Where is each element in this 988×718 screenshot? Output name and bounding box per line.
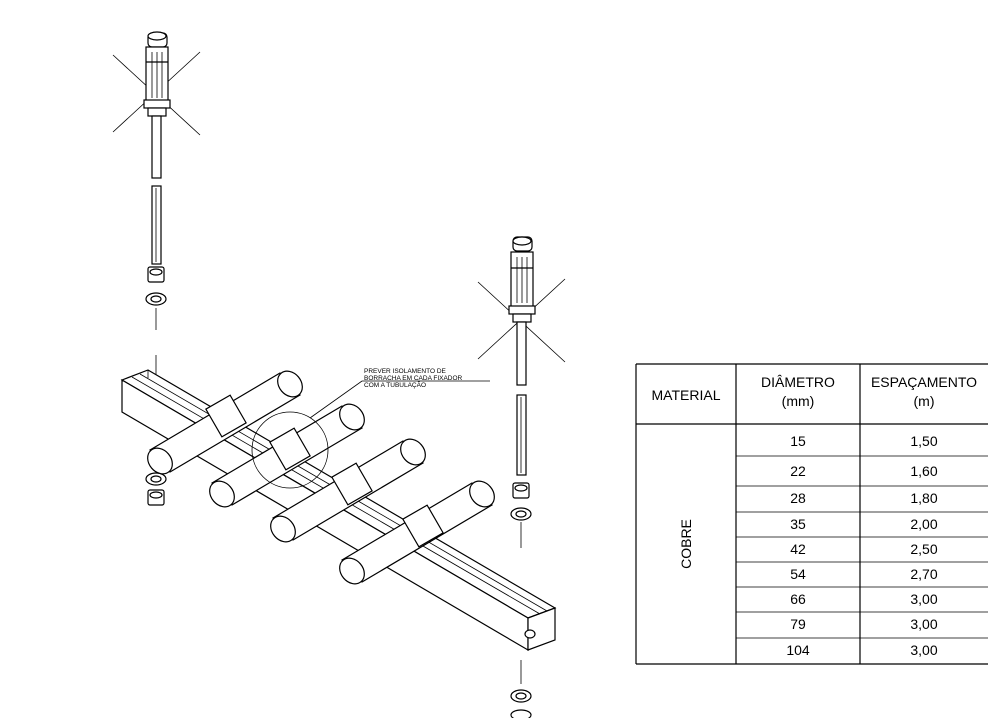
header-espacamento: ESPAÇAMENTO	[871, 374, 977, 390]
espacamento-cell: 2,70	[910, 566, 937, 582]
header-diametro-unit: (mm)	[782, 393, 815, 409]
insulation-note: PREVER ISOLAMENTO DE BORRACHA EM CADA FI…	[364, 368, 463, 389]
diametro-cell: 79	[790, 616, 806, 632]
header-espacamento-unit: (m)	[914, 393, 935, 409]
insulation-detail-callout	[251, 380, 490, 489]
espacamento-cell: 3,00	[910, 591, 937, 607]
espacamento-cell: 1,50	[910, 433, 937, 449]
espacamento-cell: 2,50	[910, 541, 937, 557]
diametro-cell: 54	[790, 566, 806, 582]
left-anchor-bolt	[112, 31, 201, 506]
header-material: MATERIAL	[652, 387, 721, 403]
note-line-2: BORRACHA EM CADA FIXADOR	[364, 375, 463, 382]
diametro-cell: 28	[790, 490, 806, 506]
note-line-3: COM A TUBULAÇÃO	[364, 380, 426, 389]
diametro-cell: 22	[790, 463, 806, 479]
diametro-cell: 15	[790, 433, 806, 449]
spacing-table: MATERIAL DIÂMETRO (mm) ESPAÇAMENTO (m) C…	[635, 363, 988, 665]
right-anchor-bolt	[477, 236, 566, 718]
diametro-cell: 104	[786, 642, 810, 658]
pipe-1	[147, 370, 303, 475]
espacamento-cell: 3,00	[910, 642, 937, 658]
espacamento-cell: 2,00	[910, 516, 937, 532]
diametro-cell: 35	[790, 516, 806, 532]
table-row: 104 3,00	[786, 642, 938, 658]
diametro-cell: 42	[790, 541, 806, 557]
diametro-cell: 66	[790, 591, 806, 607]
material-cell: COBRE	[678, 519, 694, 569]
pipe-2	[209, 403, 365, 508]
espacamento-cell: 1,80	[910, 490, 937, 506]
pipe-3	[270, 438, 426, 543]
pipe-4	[339, 480, 495, 585]
espacamento-cell: 3,00	[910, 616, 937, 632]
note-line-1: PREVER ISOLAMENTO DE	[364, 368, 447, 375]
header-diametro: DIÂMETRO	[761, 374, 835, 390]
espacamento-cell: 1,60	[910, 463, 937, 479]
